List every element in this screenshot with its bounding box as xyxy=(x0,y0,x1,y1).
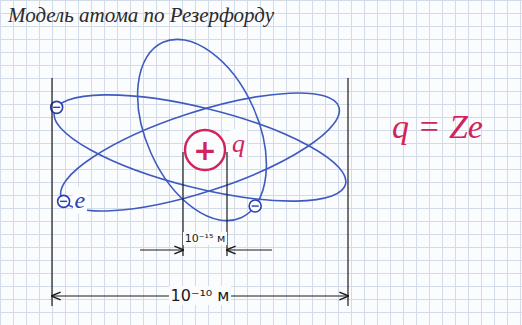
formula: q = Ze xyxy=(392,108,483,146)
extension-line xyxy=(347,78,348,306)
orbits xyxy=(45,20,355,241)
title: Модель атома по Резерфорду xyxy=(8,3,274,28)
dimension-lines xyxy=(52,78,348,306)
dimension-arrow xyxy=(227,249,272,250)
electron-circle xyxy=(249,200,261,212)
orbit xyxy=(45,73,355,223)
minus-sign xyxy=(60,201,67,202)
charge-sign: + xyxy=(193,134,216,167)
electron xyxy=(249,200,261,212)
orbit xyxy=(112,20,292,241)
nucleus: +q xyxy=(183,128,227,172)
charge-label: q xyxy=(230,129,247,159)
electron-circle xyxy=(58,195,70,207)
dimension-label: 10⁻¹⁵ м xyxy=(183,232,227,245)
nucleus-circle xyxy=(185,130,225,170)
electron-label: e xyxy=(73,187,88,214)
dimension-arrow xyxy=(140,249,183,250)
electron xyxy=(58,195,70,207)
extension-line xyxy=(51,78,52,306)
dimension-label: 10⁻¹⁰ м xyxy=(169,286,232,305)
minus-sign xyxy=(252,205,259,206)
orbit xyxy=(49,69,351,235)
minus-sign xyxy=(53,107,60,108)
